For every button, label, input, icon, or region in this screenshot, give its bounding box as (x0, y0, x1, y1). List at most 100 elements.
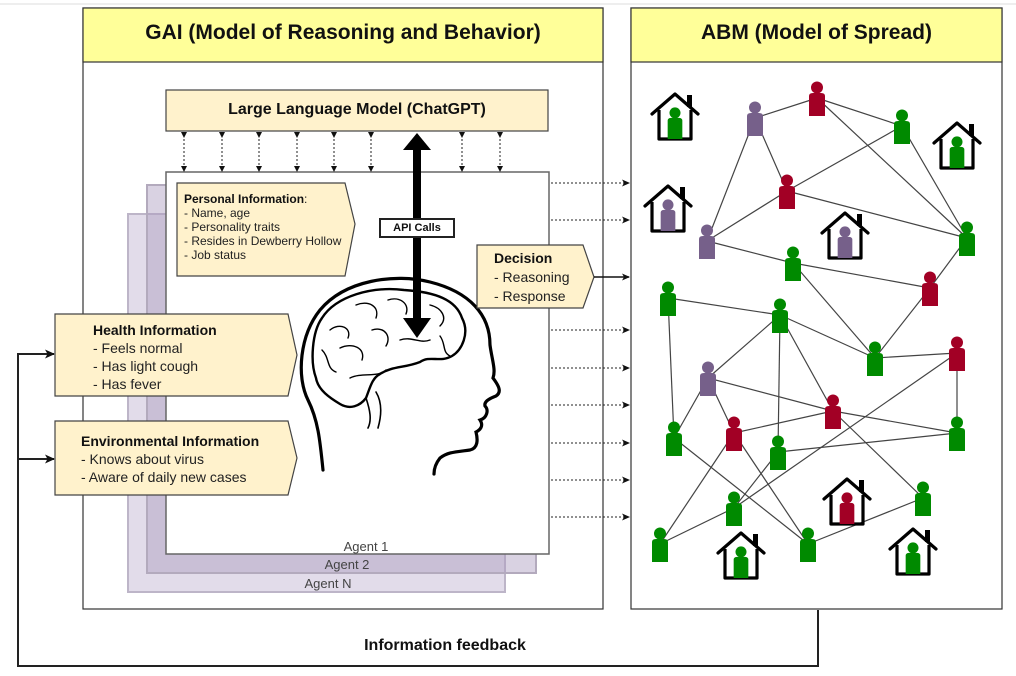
home-icon-susceptible (650, 92, 700, 141)
health-info-item: - Feels normal (93, 340, 183, 356)
home-icon-recovered (820, 211, 870, 260)
home-icon-susceptible (888, 527, 938, 576)
network-edge (673, 437, 809, 545)
agent-to-abm-arrows (551, 179, 630, 521)
network-edge (667, 297, 675, 439)
decision-heading: Decision (494, 250, 553, 266)
health-info-item: - Has light cough (93, 358, 199, 374)
llm-label: Large Language Model (ChatGPT) (228, 101, 486, 118)
environmental-info-text: Environmental Information - Knows about … (81, 432, 259, 486)
health-info-item: - Has fever (93, 376, 162, 392)
person-icon-infected (779, 174, 795, 209)
person-icon-susceptible (726, 491, 742, 526)
network-edge (901, 125, 968, 239)
personal-info-colon: : (304, 192, 308, 206)
person-icon-susceptible (894, 109, 910, 144)
network-edge (707, 314, 781, 379)
network-edge (777, 432, 958, 453)
network-edge (754, 97, 818, 119)
network-edge (816, 97, 968, 239)
network-edge (832, 410, 958, 434)
personal-info-box (176, 182, 356, 277)
health-info-heading: Health Information (93, 322, 217, 338)
llm-agent-dashed-arrows (181, 132, 503, 172)
network-edge (779, 314, 876, 359)
network-edge (706, 240, 794, 264)
network-edge (707, 377, 834, 412)
network-edge (807, 497, 924, 545)
person-icon-susceptible (800, 527, 816, 562)
home-icon-infected (822, 477, 872, 526)
person-icon-susceptible (666, 421, 682, 456)
health-info-text: Health Information - Feels normal - Has … (93, 321, 217, 393)
personal-info-item: - Personality traits (184, 220, 281, 234)
person-icon-susceptible (652, 527, 668, 562)
home-icon-susceptible (716, 531, 766, 580)
person-icon-infected (922, 271, 938, 306)
person-icon-infected (809, 81, 825, 116)
person-icon-susceptible (785, 246, 801, 281)
head-brain-icon (299, 276, 501, 476)
network-edge (874, 287, 931, 359)
network-edge (792, 262, 876, 359)
information-feedback-label: Information feedback (364, 637, 526, 654)
llm-box[interactable] (165, 89, 549, 132)
personal-info-text: Personal Information: - Name, age - Pers… (184, 192, 341, 262)
agent-n-label: Agent N (304, 576, 352, 591)
network-homes (643, 92, 982, 580)
agent-2-label: Agent 2 (324, 557, 370, 572)
abm-header (630, 7, 1003, 63)
gai-header (82, 7, 604, 63)
network-edge (874, 352, 958, 359)
network-edge (786, 125, 903, 192)
home-icon-recovered (643, 184, 693, 233)
decision-text: Decision - Reasoning - Response (494, 249, 570, 306)
person-icon-infected (825, 394, 841, 429)
agent-1-label: Agent 1 (343, 539, 389, 554)
network-edge (779, 314, 834, 412)
person-icon-infected (949, 336, 965, 371)
gai-panel-title: GAI (Model of Reasoning and Behavior) (145, 21, 541, 44)
person-icon-susceptible (867, 341, 883, 376)
personal-info-item: - Job status (184, 248, 247, 262)
personal-info-item: - Name, age (184, 206, 251, 220)
personal-info-heading: Personal Information (184, 192, 305, 206)
person-icon-recovered (747, 101, 763, 136)
feedback-loop-arrow (17, 349, 819, 667)
network-edge (786, 190, 968, 239)
person-icon-susceptible (915, 481, 931, 516)
decision-box (476, 244, 595, 309)
network-edges (659, 97, 968, 545)
network-edge (832, 410, 924, 499)
network-edge (733, 432, 809, 545)
network-edge (733, 410, 834, 434)
health-info-box (54, 313, 298, 397)
environmental-info-item: - Knows about virus (81, 451, 204, 467)
personal-info-item: - Resides in Dewberry Hollow (184, 234, 342, 248)
network-edge (659, 507, 735, 545)
network-edge (659, 432, 735, 545)
environmental-info-heading: Environmental Information (81, 433, 260, 449)
environmental-info-box (54, 420, 298, 496)
api-calls-label-box (379, 218, 455, 238)
person-icon-susceptible (772, 298, 788, 333)
person-icon-recovered (699, 224, 715, 259)
person-icon-recovered (700, 361, 716, 396)
person-icon-susceptible (770, 435, 786, 470)
network-edge (816, 97, 903, 127)
decision-item: - Reasoning (494, 269, 570, 285)
network-edge (792, 262, 931, 289)
network-edge (706, 190, 788, 242)
person-icon-infected (726, 416, 742, 451)
network-edge (733, 352, 958, 509)
api-calls-label: API Calls (393, 222, 441, 234)
network-edge (667, 297, 781, 316)
person-icon-susceptible (660, 281, 676, 316)
network-edge (706, 117, 756, 242)
person-icon-susceptible (959, 221, 975, 256)
decision-item: - Response (494, 288, 566, 304)
abm-panel-title: ABM (Model of Spread) (701, 21, 932, 44)
home-icon-susceptible (932, 121, 982, 170)
person-icon-susceptible (949, 416, 965, 451)
